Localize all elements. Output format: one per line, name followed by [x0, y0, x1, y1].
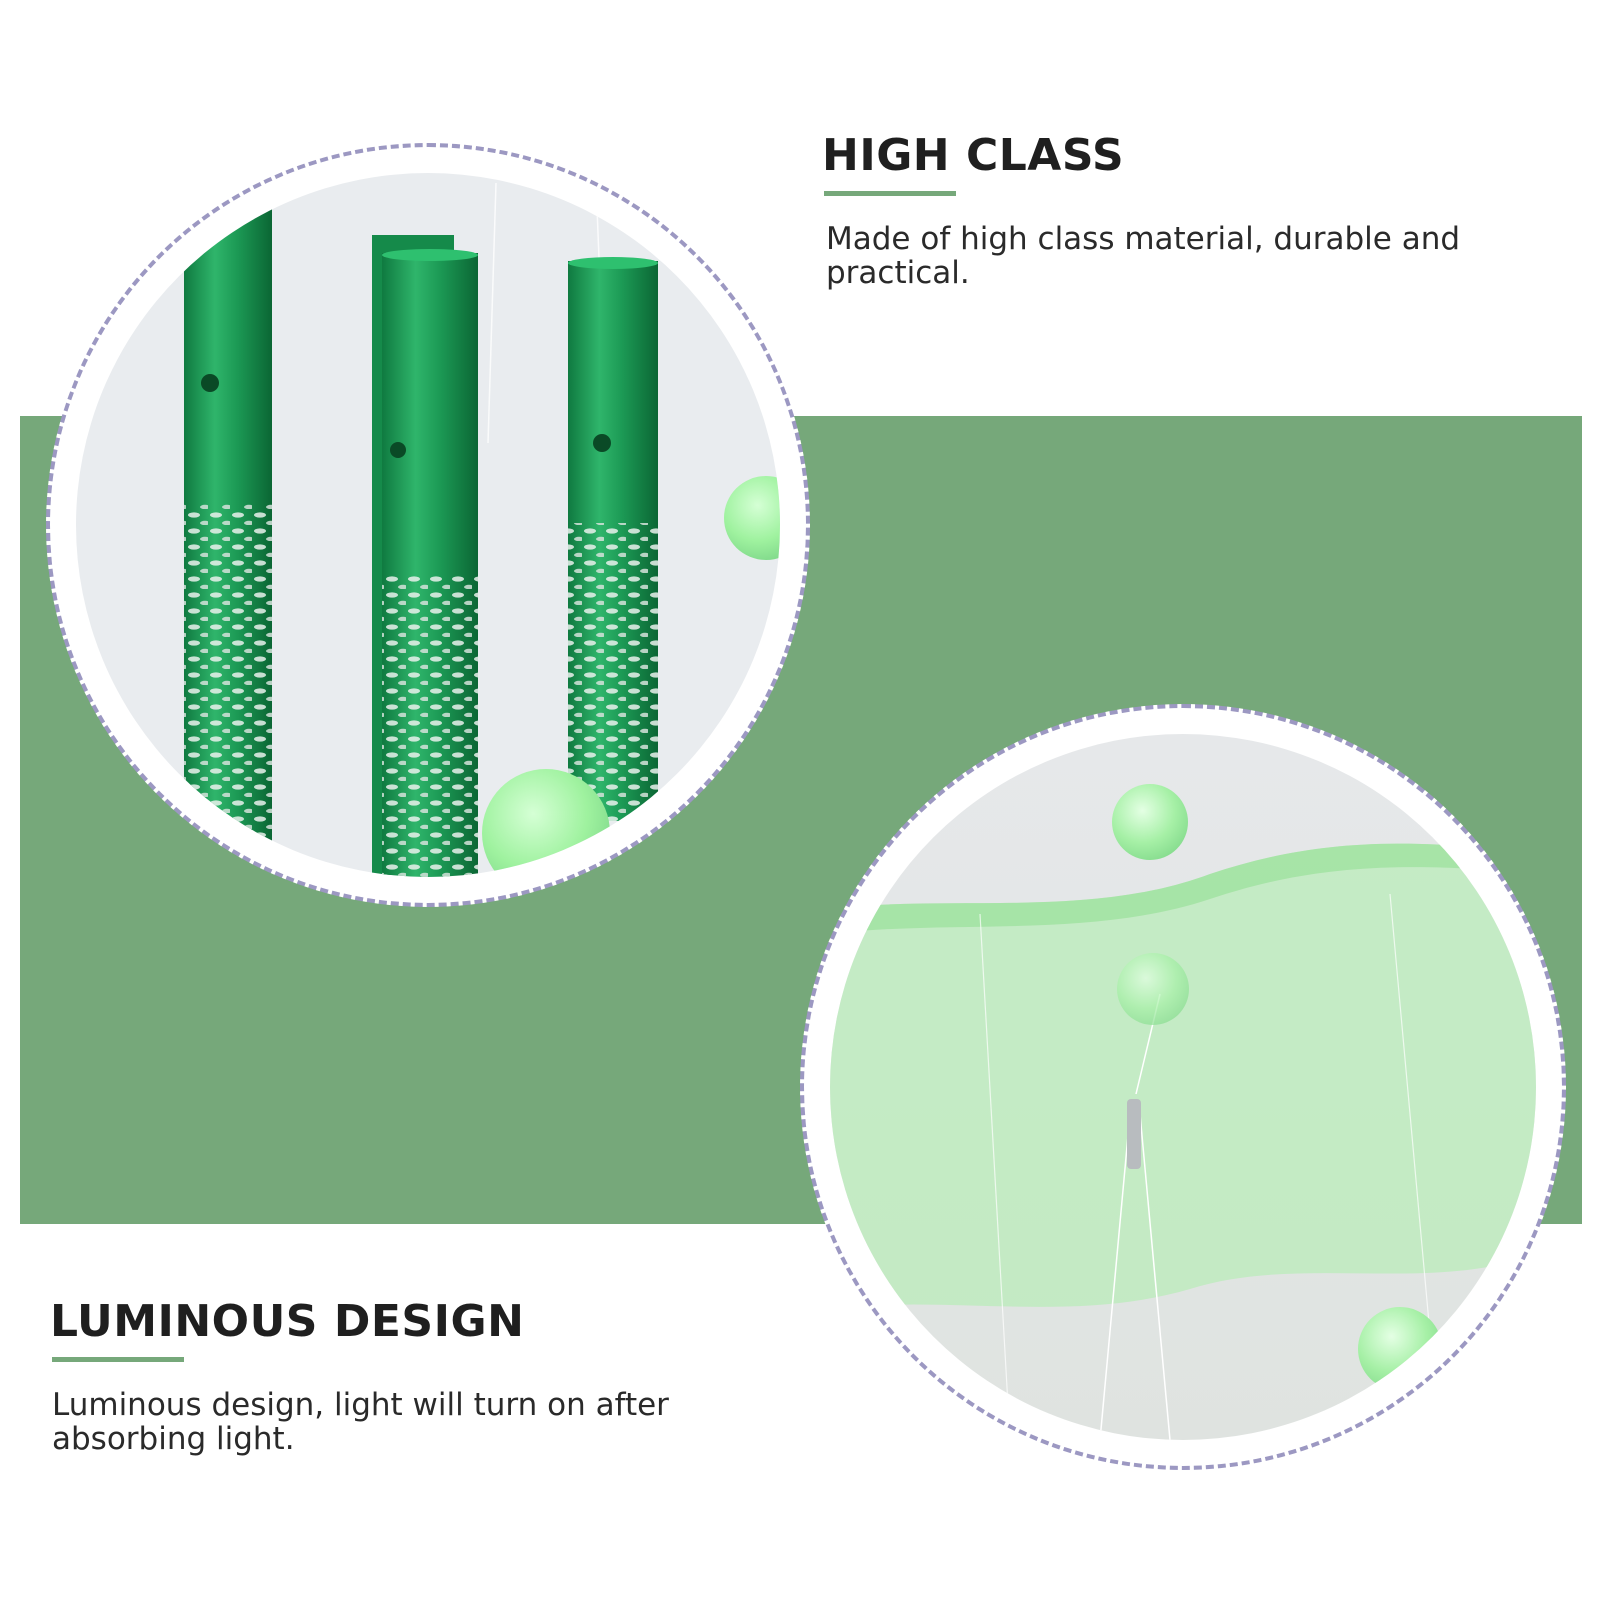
section-description-high-class: Made of high class material, durable and…: [826, 221, 1461, 291]
photo-chime-tubes: [76, 173, 780, 877]
section-title-high-class: HIGH CLASS: [822, 130, 1125, 181]
section-underline-luminous-design: [52, 1357, 184, 1362]
section-underline-high-class: [824, 191, 956, 196]
section-title-luminous-design: LUMINOUS DESIGN: [50, 1296, 525, 1347]
photo-luminous-detail: [830, 734, 1536, 1440]
section-description-luminous-design: Luminous design, light will turn on afte…: [52, 1387, 669, 1457]
